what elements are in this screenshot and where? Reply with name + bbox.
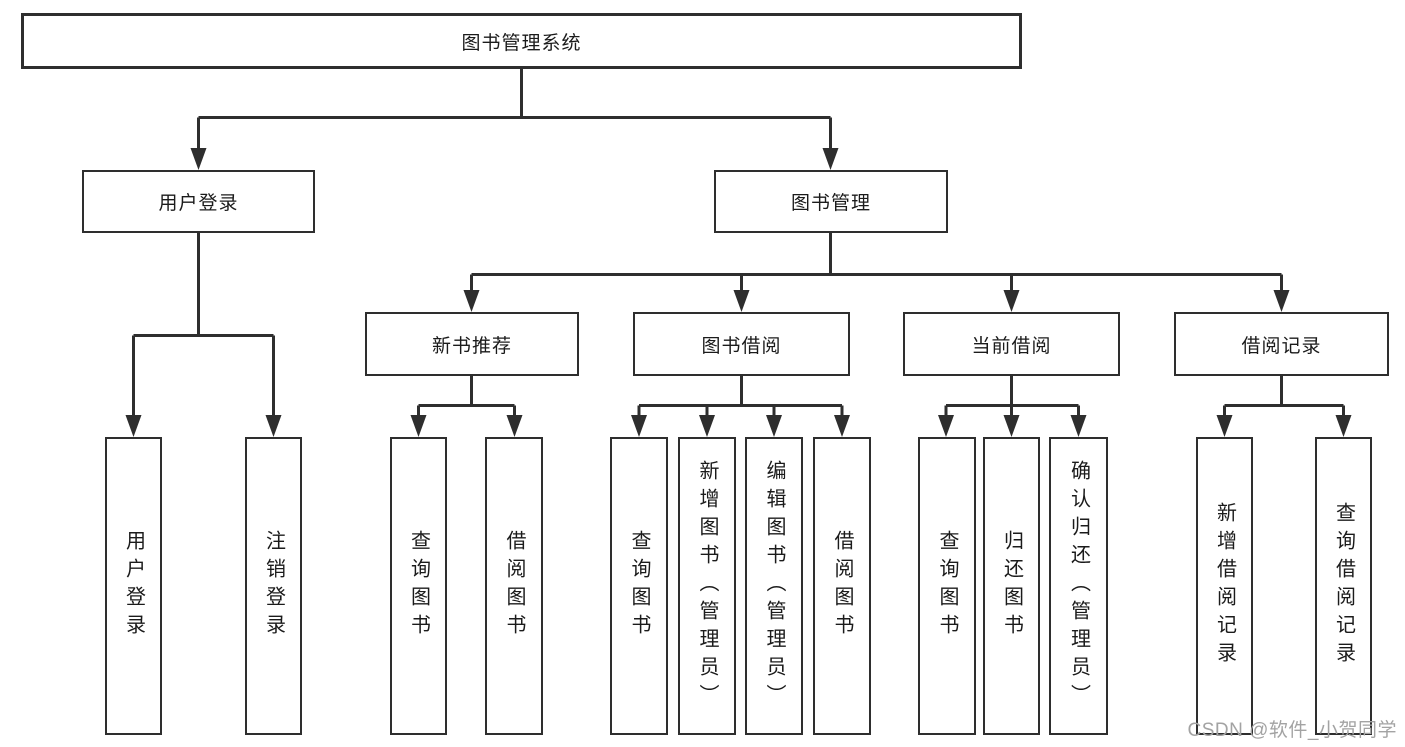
connector-book-mgmt-to-level3 bbox=[463, 233, 1290, 312]
node-current-borrow: 当前借阅 bbox=[903, 312, 1120, 376]
leaf-user-login: 用户登录 bbox=[105, 437, 162, 735]
leaf-add-book-admin-label: 新增图书（管理员） bbox=[696, 460, 718, 712]
node-book-borrow-label: 图书借阅 bbox=[701, 335, 782, 357]
node-borrow-records: 借阅记录 bbox=[1174, 312, 1389, 376]
node-current-borrow-label: 当前借阅 bbox=[971, 335, 1052, 357]
leaf-add-book-admin: 新增图书（管理员） bbox=[678, 437, 736, 735]
leaf-current-query-book-label: 查询图书 bbox=[936, 530, 958, 642]
node-user-login: 用户登录 bbox=[82, 170, 315, 233]
connector-new-book-to-leaves bbox=[410, 376, 523, 437]
leaf-newbook-borrow: 借阅图书 bbox=[485, 437, 543, 735]
leaf-return-book: 归还图书 bbox=[983, 437, 1040, 735]
leaf-borrow-book: 借阅图书 bbox=[813, 437, 871, 735]
leaf-confirm-return-admin-label: 确认归还（管理员） bbox=[1067, 460, 1090, 712]
leaf-return-book-label: 归还图书 bbox=[1000, 530, 1023, 642]
node-borrow-records-label: 借阅记录 bbox=[1241, 335, 1322, 357]
connector-current-borrow-to-leaves bbox=[938, 376, 1087, 437]
connector-borrow-records-to-leaves bbox=[1216, 376, 1352, 437]
leaf-confirm-return-admin: 确认归还（管理员） bbox=[1049, 437, 1108, 735]
leaf-current-query-book: 查询图书 bbox=[918, 437, 976, 735]
node-root-label: 图书管理系统 bbox=[461, 32, 582, 54]
leaf-edit-book-admin: 编辑图书（管理员） bbox=[745, 437, 803, 735]
node-user-login-label: 用户登录 bbox=[158, 193, 239, 214]
csdn-watermark: CSDN @软件_小贺同学 bbox=[1187, 720, 1397, 741]
node-book-borrow: 图书借阅 bbox=[633, 312, 850, 376]
leaf-logout: 注销登录 bbox=[245, 437, 302, 735]
leaf-borrow-query-book-label: 查询图书 bbox=[628, 530, 650, 642]
node-book-management-label: 图书管理 bbox=[790, 193, 871, 214]
leaf-edit-book-admin-label: 编辑图书（管理员） bbox=[763, 460, 785, 712]
connector-book-borrow-to-leaves bbox=[631, 376, 850, 437]
node-new-book-recommend-label: 新书推荐 bbox=[431, 335, 512, 357]
node-root-system: 图书管理系统 bbox=[21, 13, 1022, 69]
leaf-borrow-book-label: 借阅图书 bbox=[831, 530, 853, 642]
connector-root-to-level2 bbox=[190, 69, 839, 170]
leaf-user-login-label: 用户登录 bbox=[122, 530, 145, 642]
node-new-book-recommend: 新书推荐 bbox=[365, 312, 579, 376]
leaf-borrow-query-book: 查询图书 bbox=[610, 437, 668, 735]
node-book-management: 图书管理 bbox=[714, 170, 948, 233]
connector-user-login-to-leaves bbox=[125, 233, 282, 437]
leaf-query-borrow-record-label: 查询借阅记录 bbox=[1332, 502, 1355, 670]
leaf-newbook-borrow-label: 借阅图书 bbox=[503, 530, 525, 642]
leaf-newbook-query-label: 查询图书 bbox=[407, 530, 430, 642]
leaf-logout-label: 注销登录 bbox=[262, 530, 285, 642]
leaf-add-borrow-record: 新增借阅记录 bbox=[1196, 437, 1253, 735]
leaf-add-borrow-record-label: 新增借阅记录 bbox=[1213, 502, 1236, 670]
leaf-newbook-query: 查询图书 bbox=[390, 437, 447, 735]
leaf-query-borrow-record: 查询借阅记录 bbox=[1315, 437, 1372, 735]
